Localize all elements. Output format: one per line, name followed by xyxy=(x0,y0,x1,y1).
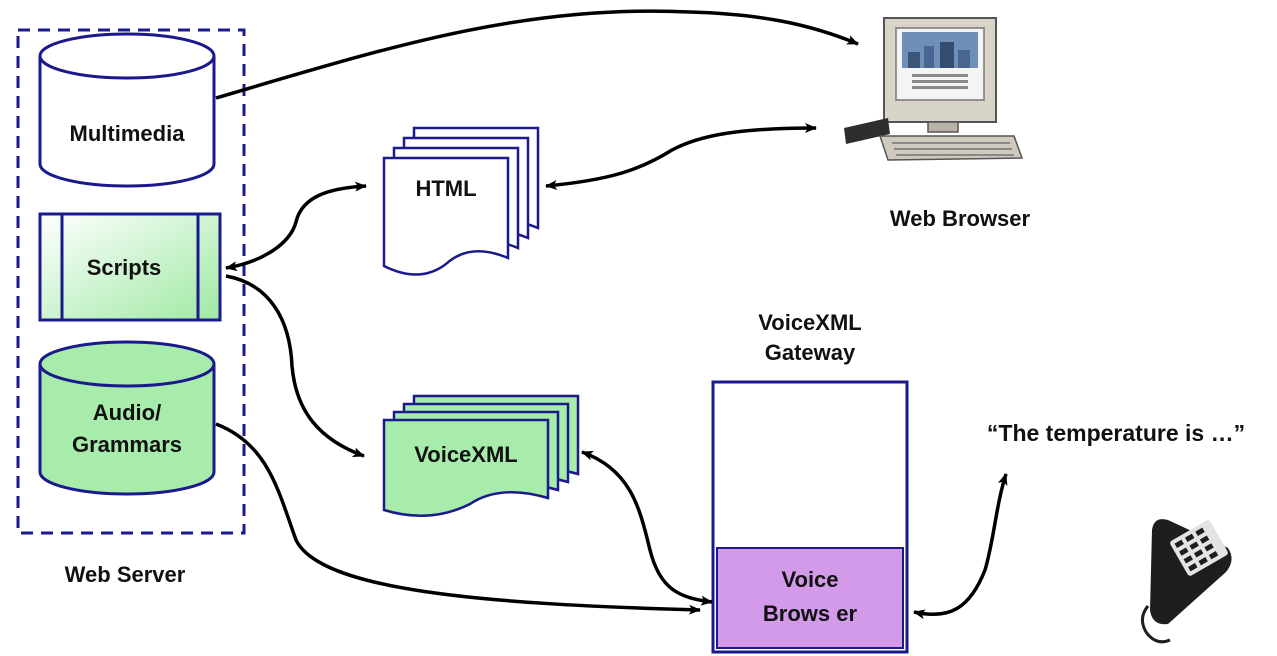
audio-label-line1: Audio/ xyxy=(93,400,161,425)
arrow-scripts-html xyxy=(225,181,367,272)
voicexml-document-stack: VoiceXML xyxy=(382,394,580,518)
html-document-stack: HTML xyxy=(382,126,540,276)
voicexml-gateway: Voice Brows er xyxy=(711,380,909,654)
arrow-audio-to-voice-browser xyxy=(215,422,701,615)
scripts-box: Scripts xyxy=(38,212,222,322)
html-label: HTML xyxy=(415,176,476,201)
connector-arrows xyxy=(215,9,1008,620)
voice-browser-box xyxy=(716,547,904,649)
voice-browser-line2: Brows er xyxy=(763,601,858,626)
scripts-label: Scripts xyxy=(87,255,162,280)
gateway-title-line1: VoiceXML xyxy=(758,310,862,335)
telephone-icon xyxy=(1141,519,1232,644)
web-server-boundary xyxy=(16,28,246,535)
web-browser-caption: Web Browser xyxy=(889,206,1031,231)
audio-label-line2: Grammars xyxy=(72,432,182,457)
gateway-title-line2: Gateway xyxy=(764,340,856,365)
voice-browser-line1: Voice xyxy=(781,567,838,592)
computer-monitor-icon xyxy=(844,17,1024,161)
speech-bubble-text: “The temperature is …” xyxy=(986,420,1246,446)
voicexml-doc-label: VoiceXML xyxy=(414,442,518,467)
arrow-html-web-browser xyxy=(545,123,817,190)
multimedia-label: Multimedia xyxy=(70,121,186,146)
arrow-scripts-to-voicexml xyxy=(225,274,365,458)
web-server-caption: Web Server xyxy=(64,562,186,587)
arrow-voicexml-voice-browser xyxy=(581,450,713,606)
multimedia-store: Multimedia xyxy=(38,32,216,188)
arrow-multimedia-to-web-browser xyxy=(215,9,859,100)
audio-grammars-store: Audio/ Grammars xyxy=(38,340,216,496)
arrow-voice-browser-phone xyxy=(913,473,1008,620)
